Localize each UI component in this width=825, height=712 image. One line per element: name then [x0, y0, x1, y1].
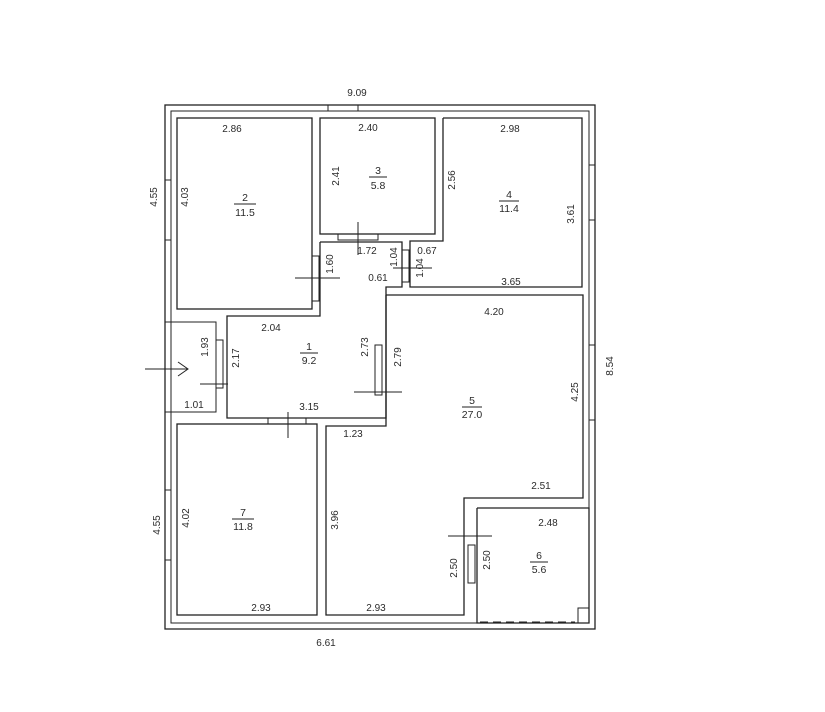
room-area: 11.8	[233, 521, 253, 533]
room-label-7: 7 11.8	[232, 507, 254, 533]
dim-r1-right: 2.73	[360, 337, 371, 357]
door-markers	[200, 222, 492, 584]
dim-entry-side: 1.93	[200, 337, 211, 357]
dim-left-lower: 4.55	[152, 515, 163, 535]
dim-r1-left: 2.17	[231, 348, 242, 368]
room-number: 6	[536, 550, 542, 562]
dim-r3-top: 2.40	[358, 123, 378, 134]
dim-r5-right: 4.25	[570, 382, 581, 402]
dim-hall-1-04b: 1.04	[415, 258, 426, 278]
room-area: 27.0	[462, 409, 483, 421]
dim-hall-1-60: 1.60	[325, 254, 336, 274]
dim-r5-notch: 1.23	[343, 429, 363, 440]
room-label-3: 3 5.8	[369, 165, 387, 192]
dimension-labels-vertical: 4.55 4.55 8.54 4.03 2.41 2.56 3.61 1.60 …	[149, 166, 616, 578]
dim-r1-top: 2.04	[261, 323, 281, 334]
dim-r4-left: 2.56	[447, 170, 458, 190]
dim-r1-bottom: 3.15	[299, 402, 319, 413]
room-area: 5.6	[532, 564, 547, 576]
entry-vestibule-outline	[165, 321, 217, 413]
room-5-outline	[325, 294, 584, 616]
dim-r5-step: 2.51	[531, 481, 551, 492]
dim-r4-right: 3.61	[566, 204, 577, 224]
balcony-door	[577, 607, 590, 624]
dim-r3-bottom: 1.72	[357, 246, 377, 257]
room-label-2: 2 11.5	[234, 192, 256, 219]
dim-r7-bottom: 2.93	[251, 603, 271, 614]
room-number: 3	[375, 165, 381, 177]
entrance-arrow-icon	[145, 361, 189, 377]
room-number: 2	[242, 192, 248, 204]
dim-r2-side: 4.03	[180, 187, 191, 207]
room-label-4: 4 11.4	[499, 189, 519, 215]
windows	[164, 104, 596, 561]
dim-r6-left-a: 2.50	[449, 558, 460, 578]
dim-hall-1-04a: 1.04	[389, 247, 400, 267]
room-area: 9.2	[302, 355, 317, 367]
room-2-outline	[176, 117, 313, 310]
room-area: 11.4	[499, 203, 519, 215]
dim-r5-left: 2.79	[393, 347, 404, 367]
dim-r2-top: 2.86	[222, 124, 242, 135]
room-area: 5.8	[371, 180, 386, 192]
room-7-outline	[176, 423, 318, 616]
room-area: 11.5	[235, 207, 255, 219]
dim-overall-right: 8.54	[605, 356, 616, 376]
dim-r4-bottom: 3.65	[501, 277, 521, 288]
dim-hall-0-61: 0.61	[368, 273, 388, 284]
dim-r5-top: 4.20	[484, 307, 504, 318]
dimension-labels-horizontal: 9.09 6.61 2.86 2.40 1.72 2.98 3.65 0.67 …	[184, 88, 558, 649]
room-number: 4	[506, 189, 512, 201]
room-4-outline	[409, 117, 583, 288]
room-number: 7	[240, 507, 246, 519]
dim-r7-side: 4.02	[181, 508, 192, 528]
room-label-5: 5 27.0	[462, 395, 483, 421]
room-label-1: 1 9.2	[300, 341, 318, 367]
dim-hall-0-67: 0.67	[417, 246, 437, 257]
dim-overall-top: 9.09	[347, 88, 367, 99]
dim-entry-bottom: 1.01	[184, 400, 204, 411]
dim-r4-top: 2.98	[500, 124, 520, 135]
room-number: 5	[469, 395, 475, 407]
dim-r6-top: 2.48	[538, 518, 558, 529]
dim-r3-side: 2.41	[331, 166, 342, 186]
room-number: 1	[306, 341, 312, 353]
dim-left-upper: 4.55	[149, 187, 160, 207]
room-label-6: 6 5.6	[530, 550, 548, 576]
dim-r6-left-b: 2.50	[482, 550, 493, 570]
dim-r5-side-lower: 3.96	[330, 510, 341, 530]
dim-overall-bottom: 6.61	[316, 638, 336, 649]
dim-r5-bottom: 2.93	[366, 603, 386, 614]
